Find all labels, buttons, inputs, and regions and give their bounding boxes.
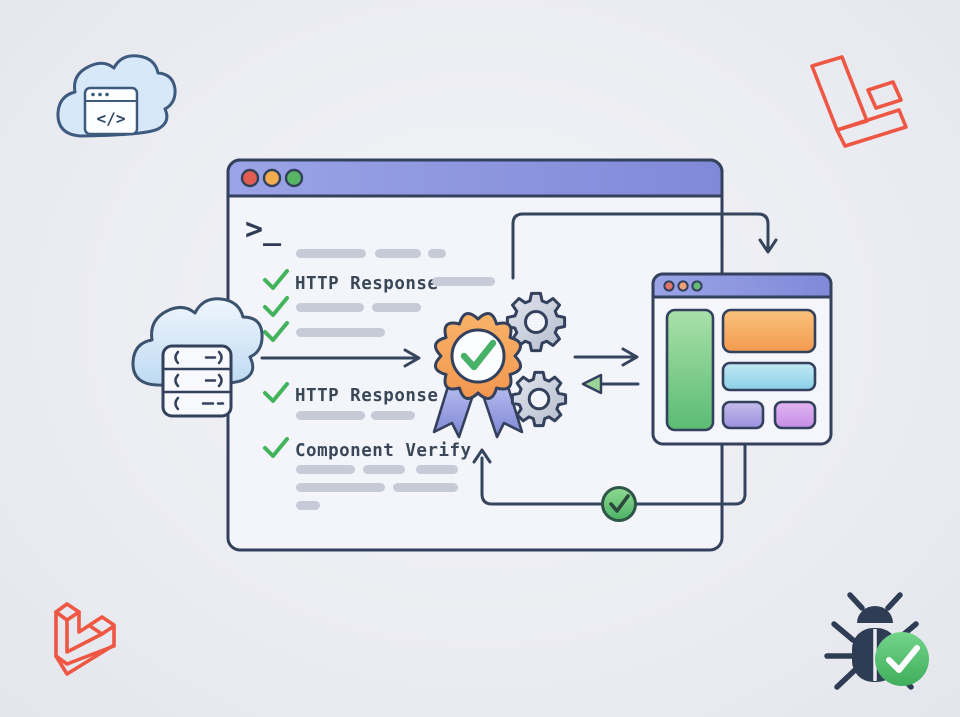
bug-head — [857, 606, 893, 623]
layout-block-hero — [721, 308, 817, 354]
arrow-right-icon — [403, 348, 421, 368]
skeleton-bar — [393, 483, 458, 492]
skeleton-bar — [296, 483, 385, 492]
check-icon — [263, 321, 289, 342]
skeleton-bar — [296, 328, 385, 337]
flow-line-top — [511, 212, 770, 280]
test-label: Component Verify — [295, 441, 472, 461]
skeleton-bar — [296, 501, 320, 510]
check-icon — [263, 382, 289, 403]
skeleton-bar — [375, 249, 421, 258]
close-dot-icon — [663, 280, 675, 292]
arrow-up-icon — [472, 448, 492, 464]
gear-icon — [510, 370, 568, 428]
cloud-code-icon: </> — [56, 54, 177, 138]
bug-check-icon — [824, 592, 929, 690]
award-badge-icon — [432, 291, 568, 439]
check-icon — [263, 269, 289, 290]
arrow-right-icon — [621, 347, 639, 367]
check-icon — [263, 437, 289, 458]
layout-block-card-right — [773, 400, 817, 430]
preview-browser-window — [651, 272, 833, 446]
laravel-logo-modern-icon — [54, 602, 116, 676]
test-label: HTTP Response — [295, 274, 438, 294]
check-icon — [460, 339, 497, 371]
test-label: HTTP Response — [295, 386, 438, 406]
skeleton-bar — [296, 411, 365, 420]
check-icon — [263, 296, 289, 317]
skeleton-bar — [416, 465, 458, 474]
check-circle-icon — [601, 486, 637, 522]
arrow-left-icon — [581, 373, 603, 395]
minimize-dot-icon — [262, 168, 282, 188]
skeleton-bar — [363, 465, 405, 474]
code-glyph: </> — [97, 109, 126, 128]
laravel-logo-classic-icon — [810, 55, 908, 148]
traffic-lights — [663, 280, 703, 292]
server-rack — [161, 344, 233, 418]
title-bar — [226, 158, 724, 198]
skeleton-bar — [371, 411, 415, 420]
close-dot-icon — [240, 168, 260, 188]
skeleton-bar — [432, 277, 495, 286]
skeleton-bar — [428, 249, 446, 258]
skeleton-bar — [296, 303, 364, 312]
bug-success-badge — [875, 632, 929, 686]
server-cloud-icon — [131, 297, 264, 418]
traffic-lights — [240, 168, 304, 188]
layout-block-banner — [721, 361, 817, 392]
layout-block-card-left — [721, 400, 765, 430]
arrow-down-icon — [758, 238, 778, 254]
terminal-prompt: >_ — [245, 212, 282, 247]
maximize-dot-icon — [691, 280, 703, 292]
skeleton-bar — [296, 465, 355, 474]
skeleton-bar — [296, 249, 366, 258]
layout-block-sidebar — [665, 308, 715, 432]
minimize-dot-icon — [677, 280, 689, 292]
maximize-dot-icon — [284, 168, 304, 188]
terminal-output: >_ HTTP Response HTTP Response Component… — [245, 212, 495, 510]
skeleton-bar — [372, 303, 421, 312]
check-icon — [886, 645, 920, 673]
